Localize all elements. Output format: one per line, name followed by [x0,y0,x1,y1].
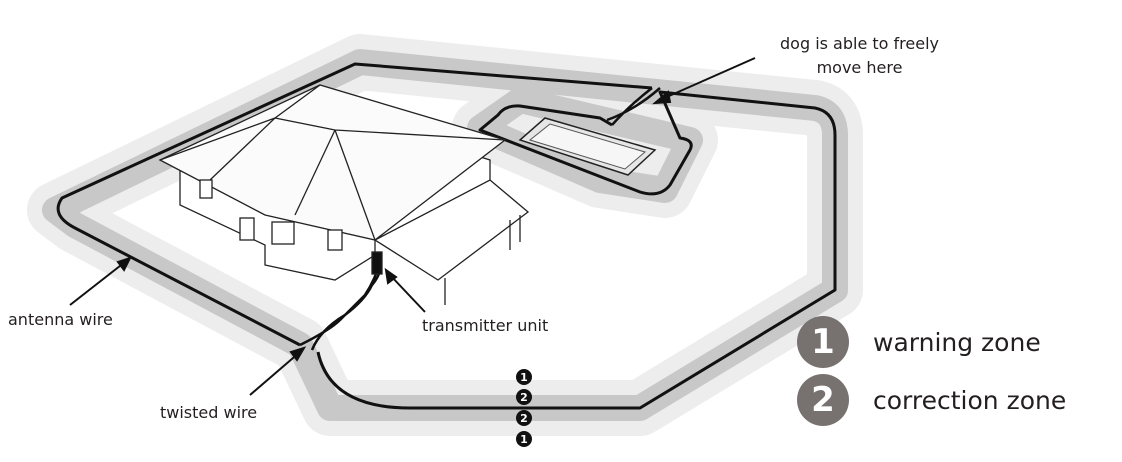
label-twisted-wire: twisted wire [160,403,258,422]
arrow-transmitter [389,274,426,313]
pool [518,117,657,176]
legend-item-warning: 1 warning zone [797,316,1041,368]
label-free-move: dog is able to freely move here [780,34,939,77]
arrow-twisted [249,351,301,396]
legend-label: correction zone [873,385,1067,415]
legend-label: warning zone [873,327,1041,357]
arrow-free-move [659,57,756,101]
zone-marker: 1 [516,369,532,385]
zone-marker: 2 [516,389,532,405]
label-antenna-wire: antenna wire [8,310,113,329]
zone-marker: 1 [516,431,532,447]
zone-marker: 2 [516,410,532,426]
house [158,84,530,305]
arrow-antenna [69,261,126,306]
legend-item-correction: 2 correction zone [797,374,1066,426]
twisted-wire-pool [606,87,661,126]
legend-badge: 2 [797,374,849,426]
legend-badge: 1 [797,316,849,368]
label-transmitter-unit: transmitter unit [422,316,549,335]
antenna-wire [56,62,837,410]
